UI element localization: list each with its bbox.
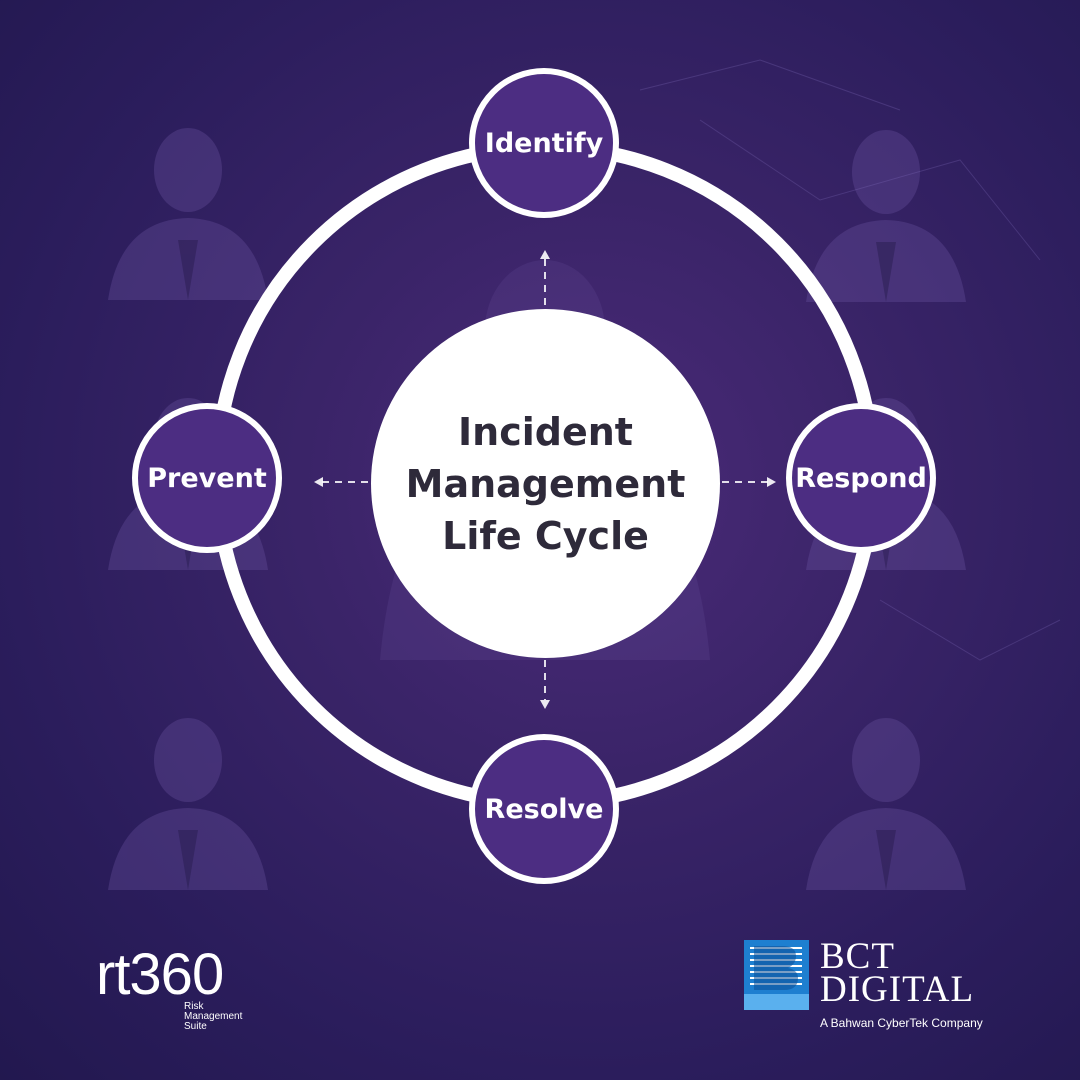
stage-resolve-label: Resolve bbox=[484, 793, 604, 825]
stage-resolve: Resolve bbox=[469, 734, 619, 884]
arrowhead-down bbox=[540, 700, 550, 709]
rt360-subtitle: Risk Management Suite bbox=[184, 1001, 243, 1032]
center-title: Incident Management Life Cycle bbox=[396, 406, 696, 562]
stage-prevent-label: Prevent bbox=[147, 462, 267, 494]
stage-identify: Identify bbox=[469, 68, 619, 218]
center-title-line-1: Incident bbox=[458, 409, 633, 454]
bct-tagline: A Bahwan CyberTek Company bbox=[820, 1016, 983, 1030]
stage-respond-label: Respond bbox=[795, 462, 927, 494]
rt360-logo: rt360 Risk Management Suite bbox=[96, 942, 286, 1032]
center-circle: Incident Management Life Cycle bbox=[371, 309, 720, 658]
center-title-line-2: Management bbox=[405, 461, 686, 506]
bct-name-line-2: DIGITAL bbox=[820, 969, 975, 1010]
arrowhead-left bbox=[314, 477, 323, 487]
stage-respond: Respond bbox=[786, 403, 936, 553]
arrowhead-right bbox=[767, 477, 776, 487]
stage-prevent: Prevent bbox=[132, 403, 282, 553]
center-title-line-3: Life Cycle bbox=[442, 513, 649, 558]
bct-name-line-1: BCT bbox=[820, 936, 895, 977]
stage-identify-label: Identify bbox=[484, 127, 604, 159]
rt360-logo-text: rt360 bbox=[96, 942, 224, 1007]
rt360-refresh-arrow-icon bbox=[232, 957, 272, 997]
arrowhead-up bbox=[540, 250, 550, 259]
bct-name: BCT DIGITAL bbox=[820, 936, 975, 1010]
bct-logo-mark-icon bbox=[744, 940, 809, 1010]
bct-digital-logo: BCT DIGITAL A Bahwan CyberTek Company bbox=[744, 936, 1014, 1035]
